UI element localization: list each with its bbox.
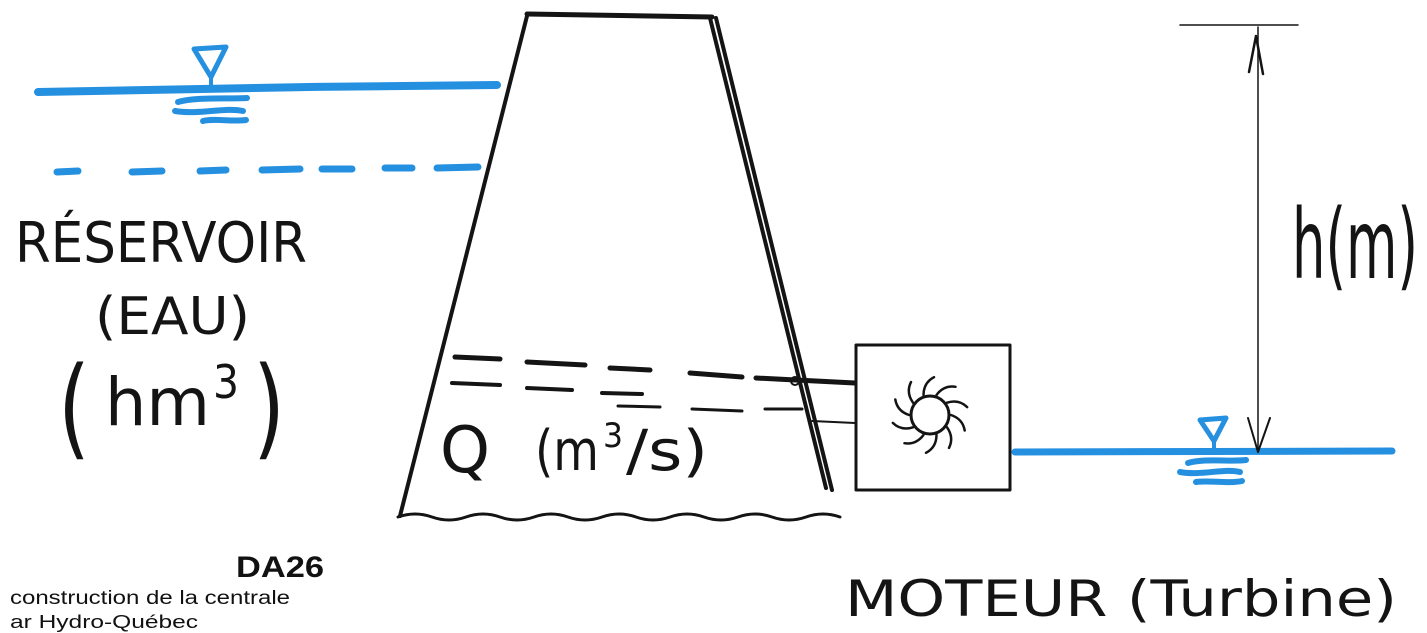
penstock xyxy=(753,375,858,424)
reservoir-water xyxy=(34,44,501,176)
turbine-blade xyxy=(935,385,957,397)
turbine-blade xyxy=(945,400,969,409)
turbine-blade xyxy=(949,413,966,432)
intake-point xyxy=(790,376,800,386)
turbine-blade xyxy=(922,375,936,397)
turbine-blade xyxy=(924,433,938,455)
turbine-hub xyxy=(909,394,951,436)
reservoir-unit-close: ) xyxy=(253,343,285,471)
caption-line-2: ar Hydro-Québec xyxy=(10,612,198,632)
reservoir-unit-exponent: 3 xyxy=(213,355,239,409)
flow-unit-exponent: 3 xyxy=(603,416,623,456)
dam xyxy=(396,11,842,522)
flow-unit-close: /s) xyxy=(626,419,708,484)
turbine-blade xyxy=(903,433,925,445)
turbine-blade xyxy=(894,398,911,417)
turbine-icon xyxy=(891,375,969,455)
arrow-down-icon xyxy=(1247,417,1271,453)
tailwater-level-icon xyxy=(1177,415,1249,486)
reservoir-low-water-line xyxy=(53,163,482,176)
dam-upstream-face xyxy=(398,14,529,518)
turbine-housing xyxy=(854,343,1012,492)
reservoir-water-line xyxy=(34,81,501,96)
reservoir-unit-open: ( xyxy=(58,343,90,471)
tailwater xyxy=(1011,415,1396,486)
flow-label: Q (m 3 /s) xyxy=(440,414,708,488)
turbine-box xyxy=(854,343,1012,492)
flow-symbol: Q xyxy=(440,414,490,488)
arrow-up-icon xyxy=(1247,34,1265,76)
dam-foundation xyxy=(396,512,842,522)
flow-unit-open: (m xyxy=(535,419,599,484)
dam-downstream-face xyxy=(708,16,834,492)
dam-crest xyxy=(524,11,715,20)
turbine-blade xyxy=(891,421,915,430)
figure-code: DA26 xyxy=(236,551,324,584)
turbine-blade xyxy=(945,426,953,450)
tailwater-line xyxy=(1011,447,1396,456)
flow-lines xyxy=(450,354,745,413)
turbine-blade xyxy=(907,380,915,404)
head-label: h(m) xyxy=(1292,189,1418,301)
reservoir-water-level-icon xyxy=(172,44,250,124)
reservoir-content-label: (EAU) xyxy=(95,287,250,347)
reservoir-unit-base: hm xyxy=(105,364,210,441)
caption-line-1: construction de la centrale xyxy=(10,588,290,609)
turbine-label: MOTEUR (Turbine) xyxy=(845,570,1397,628)
head-dimension xyxy=(1179,24,1299,453)
reservoir-unit: ( hm 3 ) xyxy=(58,343,285,471)
reservoir-label: RÉSERVOIR xyxy=(15,211,307,276)
